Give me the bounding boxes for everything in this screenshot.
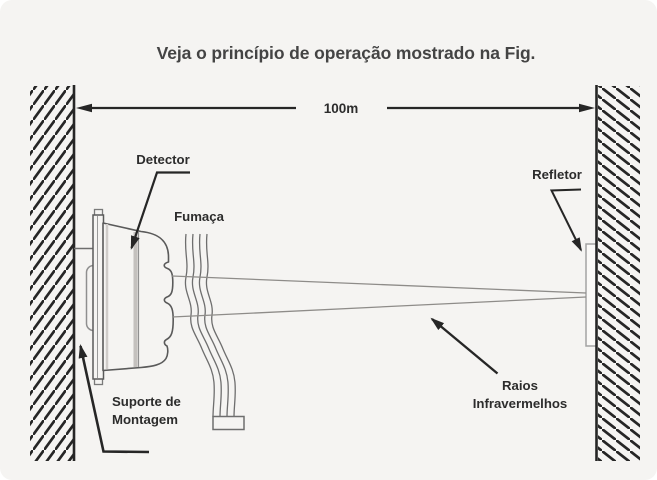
reflector-label: Refletor <box>532 167 582 182</box>
left-wall-hatch <box>30 86 73 461</box>
detector-leader-arrow <box>130 171 190 250</box>
smoke-plume <box>184 233 245 431</box>
beam-upper <box>171 275 587 294</box>
detector-device <box>92 208 174 386</box>
distance-dimension: 100m <box>76 101 595 116</box>
detector-label: Detector <box>136 152 190 167</box>
dimension-arrowhead-right <box>579 103 595 113</box>
diagram-title: Veja o princípio de operação mostrado na… <box>157 43 536 63</box>
infrared-label-line1: Raios <box>502 378 538 393</box>
detector-backplate <box>92 214 105 380</box>
smoke-label: Fumaça <box>174 209 225 224</box>
infrared-leader-arrow <box>430 317 499 375</box>
smoke-line-1 <box>184 233 215 418</box>
leader-arrows <box>78 171 582 454</box>
beam-lower <box>171 296 587 318</box>
mount-leader-arrow <box>78 344 150 454</box>
right-wall <box>585 85 640 461</box>
smoke-source-box <box>212 415 245 431</box>
infrared-label-line2: Infravermelhos <box>473 396 568 411</box>
left-wall <box>30 85 76 461</box>
reflector-plate <box>585 243 598 347</box>
right-wall-hatch <box>598 86 640 461</box>
smoke-line-2 <box>191 233 222 418</box>
distance-label: 100m <box>324 101 359 116</box>
reflector-leader-arrow <box>549 188 582 252</box>
dimension-arrowhead-left <box>76 103 92 113</box>
infrared-beams <box>171 275 587 318</box>
mount-label-line2: Montagem <box>112 412 178 427</box>
mount-label-line1: Suporte de <box>112 394 181 409</box>
